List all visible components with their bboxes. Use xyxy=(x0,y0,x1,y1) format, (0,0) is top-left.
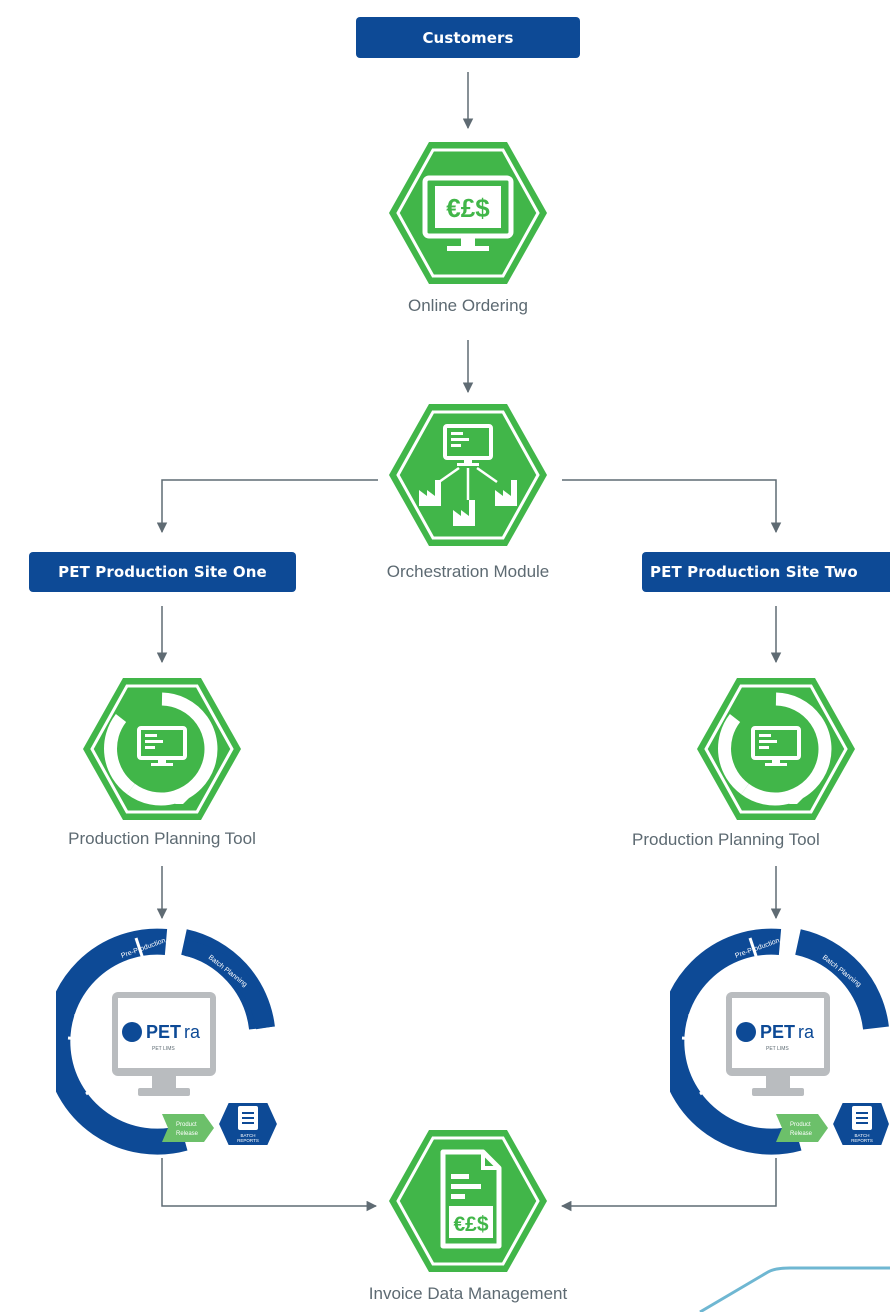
svg-text:PET LIMS: PET LIMS xyxy=(766,1046,789,1052)
invoice-label: Invoice Data Management xyxy=(368,1284,568,1303)
svg-text:Production: Production xyxy=(72,1014,79,1048)
arrow-orchestration-to-site-one xyxy=(156,479,378,534)
svg-text:Production: Production xyxy=(686,1014,693,1048)
orchestration-label: Orchestration Module xyxy=(386,562,550,581)
site-one-node: PET Production Site One xyxy=(29,552,296,592)
planning-one-label: Production Planning Tool xyxy=(68,829,256,848)
planning-two-icon xyxy=(697,678,855,820)
decorative-curve xyxy=(699,1266,890,1312)
svg-text:ra: ra xyxy=(184,1022,201,1042)
arrow-petra-two-to-invoice xyxy=(560,1158,777,1212)
svg-text:ra: ra xyxy=(798,1022,815,1042)
online-ordering-label: Online Ordering xyxy=(407,296,528,315)
arrow-petra-one-to-invoice xyxy=(161,1158,378,1212)
svg-text:BATCH: BATCH xyxy=(855,1133,870,1138)
planning-two-label: Production Planning Tool xyxy=(632,830,820,849)
online-ordering-icon: €£$ xyxy=(389,142,547,284)
customers-node: Customers xyxy=(356,17,580,58)
invoice-currency-glyph: €£$ xyxy=(453,1213,488,1236)
svg-text:PET: PET xyxy=(760,1022,795,1042)
invoice-icon: €£$ xyxy=(389,1130,547,1272)
svg-text:Release: Release xyxy=(176,1131,199,1137)
petra-one-icon: PET ra PET LIMS Pre-Production Checks Ba… xyxy=(56,928,280,1155)
arrow-orchestration-to-site-two xyxy=(562,479,782,534)
currency-glyph: €£$ xyxy=(446,193,490,223)
svg-text:BATCH: BATCH xyxy=(241,1133,256,1138)
site-two-node: PET Production Site Two xyxy=(642,552,890,592)
svg-text:REPORTS: REPORTS xyxy=(851,1138,873,1143)
planning-one-icon xyxy=(83,678,241,820)
svg-text:Product: Product xyxy=(790,1122,811,1128)
svg-text:Product: Product xyxy=(176,1122,197,1128)
svg-text:PET: PET xyxy=(146,1022,181,1042)
svg-text:Release: Release xyxy=(790,1131,813,1137)
svg-text:PET LIMS: PET LIMS xyxy=(152,1046,175,1052)
svg-text:REPORTS: REPORTS xyxy=(237,1138,259,1143)
orchestration-icon xyxy=(389,404,547,546)
petra-two-icon: PET ra PET LIMS Pre-Production Checks Ba… xyxy=(670,928,890,1155)
